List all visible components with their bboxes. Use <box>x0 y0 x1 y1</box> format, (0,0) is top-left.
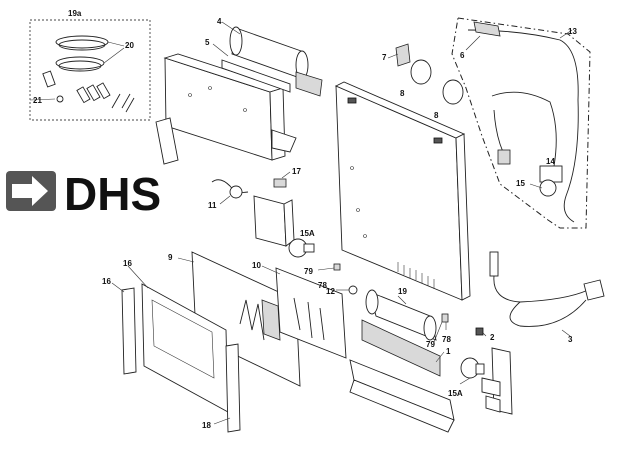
right-arrow-icon <box>12 176 48 206</box>
callout-15: 15 <box>516 179 525 188</box>
accessory-kit-group: 19a 20 21 <box>29 9 151 121</box>
callout-2: 2 <box>490 333 495 342</box>
logo-text: DHS <box>64 168 161 220</box>
callout-15a-bottom: 15A <box>448 389 463 398</box>
callout-21: 21 <box>33 96 42 105</box>
heater-element: 4 5 <box>205 17 323 97</box>
clip-21 <box>56 95 64 103</box>
fixing-plug <box>42 70 56 88</box>
callout-15a-top: 15A <box>300 229 315 238</box>
reflector-panels: 9 10 <box>168 251 347 387</box>
cable-loop-20-b <box>58 39 106 51</box>
screw <box>121 93 131 109</box>
callout-78-b: 78 <box>442 335 451 344</box>
callout-78-a: 78 <box>318 281 327 290</box>
front-grille: 16 16 18 <box>102 259 241 433</box>
dhs-logo: DHS <box>6 168 161 220</box>
lamp-bracket-bottom: 15A <box>448 347 513 415</box>
callout-12: 12 <box>326 287 335 296</box>
callout-4: 4 <box>217 17 222 26</box>
fuel-effect-group: 79 78 12 19 78 79 1 2 <box>304 263 495 433</box>
screw <box>111 93 121 109</box>
controls-group: 11 17 15A <box>208 167 315 258</box>
fixing-plug <box>86 84 101 102</box>
wiring-harness: 6 13 14 15 <box>451 17 591 229</box>
callout-1: 1 <box>446 347 451 356</box>
callout-11: 11 <box>208 201 217 210</box>
callout-17: 17 <box>292 167 301 176</box>
callout-79-b: 79 <box>426 340 435 349</box>
callout-19a: 19a <box>68 9 82 18</box>
callout-5: 5 <box>205 38 210 47</box>
callout-6: 6 <box>460 51 465 60</box>
mains-cable: 3 <box>489 251 605 344</box>
rear-casing <box>155 53 297 165</box>
fixing-plug <box>96 82 111 100</box>
callout-19: 19 <box>398 287 407 296</box>
callout-8-b: 8 <box>434 111 439 120</box>
callout-16-a: 16 <box>102 277 111 286</box>
callout-20: 20 <box>125 41 134 50</box>
indicator-lamps: 7 8 8 <box>382 43 464 120</box>
callout-8-a: 8 <box>400 89 405 98</box>
cable-loop-20-d <box>58 60 102 72</box>
callout-79-a: 79 <box>304 267 313 276</box>
callout-10: 10 <box>252 261 261 270</box>
callout-18: 18 <box>202 421 211 430</box>
fixing-plug <box>76 86 91 104</box>
callout-16-b: 16 <box>123 259 132 268</box>
accessory-kit-box <box>29 19 151 121</box>
screw <box>125 97 135 113</box>
callout-14: 14 <box>546 157 555 166</box>
main-chassis <box>334 81 471 301</box>
callout-7: 7 <box>382 53 387 62</box>
callout-13: 13 <box>568 27 577 36</box>
callout-9: 9 <box>168 253 173 262</box>
callout-3: 3 <box>568 335 573 344</box>
